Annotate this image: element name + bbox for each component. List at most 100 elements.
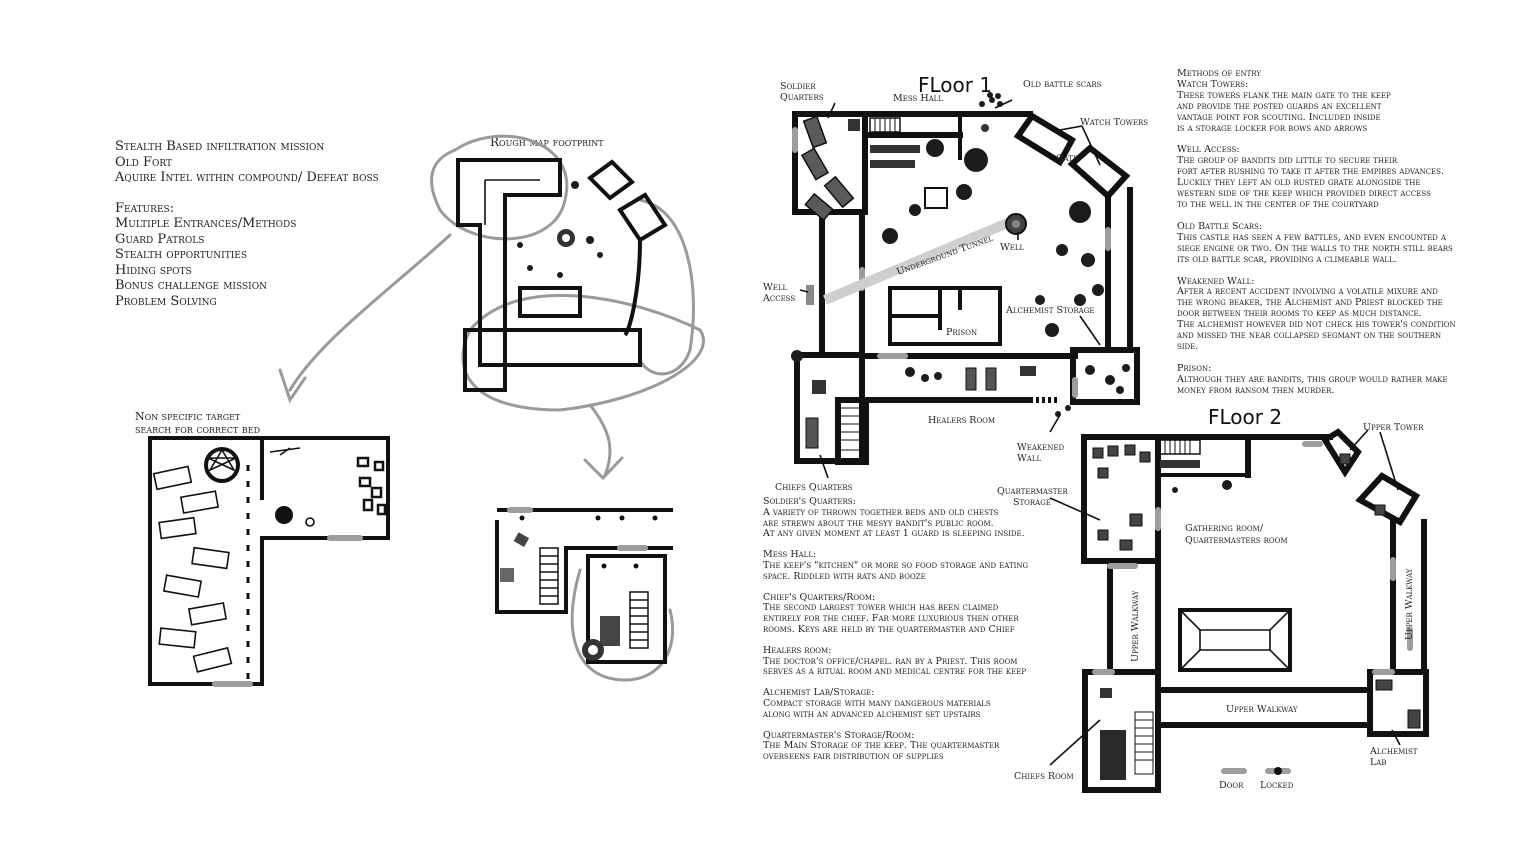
floor2-map: FLoor 2 xyxy=(997,405,1429,793)
gathering-room-label: Quartermasters room xyxy=(1185,535,1288,546)
concept-line: Aquire Intel within compound/ Defeat bos… xyxy=(115,170,379,185)
mess-hall-label: Mess Hall xyxy=(893,93,943,104)
well-access-label: Access xyxy=(762,293,795,304)
entry-line: siege engine or two. On the walls to the… xyxy=(1177,242,1453,254)
features-title: Features: xyxy=(115,200,175,216)
entry-line: and provide the posted guards an excelle… xyxy=(1177,100,1382,112)
entry-line: western side of the keep which provided … xyxy=(1177,188,1431,200)
entry-line: fort after rushing to take it after the … xyxy=(1177,166,1444,178)
alchemist-lab-label: Alchemist xyxy=(1369,746,1418,757)
room-note-line: overseens fair distribution of supplies xyxy=(763,751,944,763)
target-room-sketch: Non specific target search for correct b… xyxy=(135,410,390,687)
target-label: search for correct bed xyxy=(135,423,260,436)
concept-notes: Stealth Based infiltration mission Old F… xyxy=(115,139,379,309)
entry-line: vantage point for scouting. Included ins… xyxy=(1177,111,1381,123)
prison-label: Prison xyxy=(946,327,977,338)
room-note-line: entirely for the chief. Far more luxurio… xyxy=(763,613,1019,625)
entry-line: The alchemist however did not check his … xyxy=(1177,319,1456,331)
entry-line: These towers flank the main gate to the … xyxy=(1177,89,1391,101)
floor2-title: FLoor 2 xyxy=(1208,405,1282,429)
room-note-line: A variety of thrown together beds and ol… xyxy=(763,506,999,518)
entry-title: Well Access: xyxy=(1177,144,1240,156)
quartermaster-storage-label: Storage xyxy=(1013,497,1051,508)
entry-title: Watch Towers: xyxy=(1177,78,1249,90)
entry-line: money from ransom then murder. xyxy=(1177,384,1335,396)
upper-walkway-bottom-label: Upper Walkway xyxy=(1226,704,1298,715)
locked-legend-label: Locked xyxy=(1260,780,1294,791)
room-note-title: Alchemist Lab/Storage: xyxy=(763,687,875,699)
entry-title: Old Battle Scars: xyxy=(1177,220,1263,232)
entry-line: Luckily they left an old rusted grate al… xyxy=(1177,177,1421,189)
room-note-title: Soldier's Quarters: xyxy=(763,496,856,507)
room-note-line: At any given moment at least 1 guard is … xyxy=(763,528,1025,540)
soldier-quarters-label: Quarters xyxy=(780,92,824,103)
room-note-line: The keep's "kitchen" or more so food sto… xyxy=(763,559,1029,571)
concept-line: Stealth Based infiltration mission xyxy=(115,139,325,154)
entry-title: Weakened Wall: xyxy=(1177,275,1255,287)
entry-line: side. xyxy=(1177,340,1199,352)
room-note-title: Chief's Quarters/Room: xyxy=(763,591,876,603)
room-note-title: Healers room: xyxy=(763,644,832,656)
door-legend-label: Door xyxy=(1219,780,1244,791)
room-note-line: The Main Storage of the keep. The quarte… xyxy=(763,740,1000,752)
room-note-title: Mess Hall: xyxy=(763,549,817,561)
well-access-label: Well xyxy=(763,282,788,293)
room-note-line: space. Riddled with rats and booze xyxy=(763,570,926,582)
soldier-quarters-label: Soldier xyxy=(780,81,816,92)
upper-tower-label: Upper Tower xyxy=(1363,422,1424,433)
entry-line: This castle has seen a few battles, and … xyxy=(1177,231,1446,243)
entry-line: to the well in the center of the courtya… xyxy=(1177,198,1379,210)
entry-line: and missed the near collapsed segmant on… xyxy=(1177,330,1442,342)
healers-room-label: Healers Room xyxy=(928,415,995,426)
entry-line: its old battle scar, providing a climeab… xyxy=(1177,253,1397,265)
feature-item: Multiple Entrances/Methods xyxy=(115,216,297,231)
alchemist-storage-label: Alchemist Storage xyxy=(1005,305,1094,316)
gate-label: Gate xyxy=(1056,153,1078,164)
entry-line: is a storage locker for bows and arrows xyxy=(1177,122,1368,134)
chiefs-room-label: Chiefs Room xyxy=(1014,771,1074,782)
room-note-line: The second largest tower which has been … xyxy=(763,602,999,614)
entry-line: Although they are bandits, this group wo… xyxy=(1177,373,1448,385)
room-note-line: The doctor's office/chapel. ran by a Pri… xyxy=(763,655,1018,667)
alchemist-lab-label: Lab xyxy=(1370,757,1387,768)
lock-icon xyxy=(1274,767,1282,775)
watch-towers-label: Watch Towers xyxy=(1080,117,1148,128)
target-label: Non specific target xyxy=(135,410,241,423)
weakened-wall-label: Wall xyxy=(1017,453,1041,464)
old-battle-scars-label: Old battle scars xyxy=(1023,79,1102,90)
floor1-map: FLoor 1 xyxy=(762,73,1148,493)
room-note-line: serves as a ritual room and medical cent… xyxy=(763,666,1027,678)
entry-line: the wrong beaker, the Alchemist and Prie… xyxy=(1177,297,1443,309)
room-note-line: Compact storage with many dangerous mate… xyxy=(763,697,991,709)
chief-room-sketch xyxy=(495,507,675,682)
feature-item: Guard Patrols xyxy=(115,231,205,247)
weakened-wall-label: Weakened xyxy=(1017,442,1065,453)
well-label: Well xyxy=(1000,242,1025,253)
entry-line: door between their rooms to keep as much… xyxy=(1177,308,1422,320)
room-notes: Soldier's Quarters: A variety of thrown … xyxy=(763,496,1029,763)
entry-heading: Methods of entry xyxy=(1177,68,1261,79)
entry-notes: Methods of entry Watch Towers: These tow… xyxy=(1177,68,1456,397)
underground-tunnel-label: Underground Tunnel xyxy=(895,233,995,278)
feature-item: Problem Solving xyxy=(115,293,217,309)
concept-line: Old Fort xyxy=(115,154,173,170)
quartermaster-storage-label: Quartermaster xyxy=(997,486,1069,497)
chiefs-quarters-label: Chiefs Quarters xyxy=(775,482,853,493)
entry-line: The group of bandits did little to secur… xyxy=(1177,155,1398,167)
gathering-room-label: Gathering room/ xyxy=(1185,523,1264,534)
entry-line: After a recent accident involving a vola… xyxy=(1177,286,1438,298)
rough-footprint-sketch: Rough map footprint xyxy=(278,134,705,481)
floor1-title: FLoor 1 xyxy=(918,73,992,97)
entry-title: Prison: xyxy=(1177,362,1212,374)
legend: Door Locked xyxy=(1219,767,1294,791)
feature-item: Hiding spots xyxy=(115,262,192,278)
feature-item: Stealth opportunities xyxy=(115,247,248,262)
room-note-title: Quartermaster's Storage/Room: xyxy=(763,729,915,741)
room-note-line: along with an advanced alchemist set ups… xyxy=(763,708,981,720)
feature-item: Bonus challenge mission xyxy=(115,278,267,293)
upper-walkway-left-label: Upper Walkway xyxy=(1130,590,1141,662)
room-note-line: rooms. Keys are held by the quartermaste… xyxy=(763,623,1015,635)
room-note-line: are strewn about the mesyy bandit's publ… xyxy=(763,517,994,529)
upper-walkway-right-label: Upper Walkway xyxy=(1404,568,1415,640)
